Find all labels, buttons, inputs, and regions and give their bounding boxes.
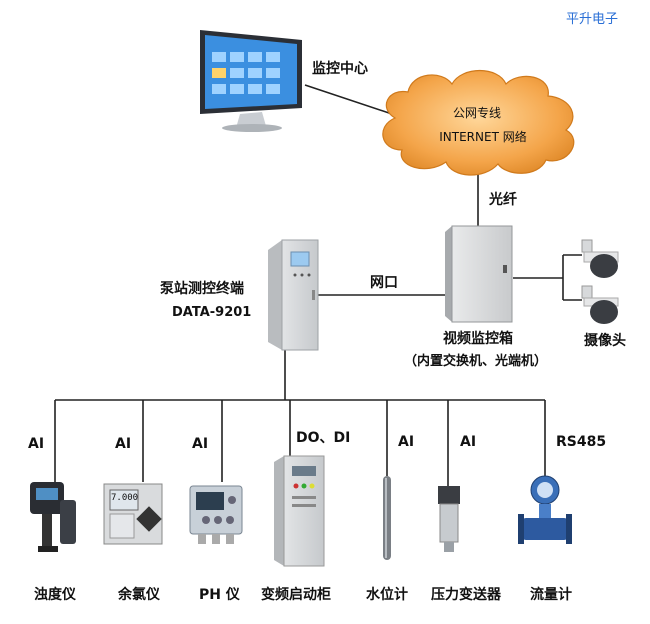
- turbidity-meter-illustration: [30, 482, 76, 552]
- pressure-transmitter-illustration: [438, 486, 460, 552]
- connection-lines: [54, 84, 582, 486]
- cloud-label-line2: INTERNET 网络: [439, 130, 527, 144]
- flowmeter-illustration: [518, 475, 572, 544]
- signal-ai-chlorine: AI: [115, 436, 132, 452]
- device-vfd-label: 变频启动柜: [261, 587, 331, 603]
- chlorine-display-value: 7.000: [111, 493, 139, 503]
- internet-cloud: [382, 70, 575, 176]
- camera-illustrations: [581, 239, 619, 324]
- device-chlorine-label: 余氯仪: [118, 587, 160, 603]
- ph-meter-illustration: [189, 485, 243, 544]
- monitor-center-label: 监控中心: [312, 61, 368, 77]
- level-gauge-illustration: [383, 476, 391, 560]
- link-monitor-cloud: [304, 84, 396, 116]
- network-port-label: 网口: [370, 275, 398, 291]
- device-turbidity-label: 浊度仪: [34, 587, 76, 603]
- device-pressure-label: 压力变送器: [431, 587, 501, 603]
- terminal-model-label: DATA-9201: [172, 305, 252, 320]
- brand-label: 平升电子: [566, 12, 619, 27]
- camera-label: 摄像头: [584, 333, 626, 349]
- monitor-illustration: [200, 30, 302, 132]
- chlorine-analyzer-illustration: [103, 483, 163, 545]
- video-box-illustration: [445, 225, 513, 323]
- terminal-name-label: 泵站测控终端: [160, 281, 244, 297]
- video-box-label: 视频监控箱: [443, 331, 513, 347]
- signal-ai-turbidity: AI: [28, 436, 45, 452]
- signal-ai-ph: AI: [192, 436, 209, 452]
- device-flow-label: 流量计: [530, 587, 572, 603]
- signal-do-di: DO、DI: [296, 430, 351, 446]
- video-box-note: （内置交换机、光端机）: [404, 354, 548, 369]
- rtu-cabinet-illustration: [268, 239, 319, 351]
- signal-ai-level: AI: [398, 434, 415, 450]
- cloud-label-line1: 公网专线: [452, 106, 501, 120]
- signal-ai-pressure: AI: [460, 434, 477, 450]
- vfd-cabinet-illustration: [274, 455, 325, 567]
- signal-rs485: RS485: [556, 434, 607, 450]
- device-level-label: 水位计: [366, 587, 408, 603]
- fiber-label: 光纤: [489, 192, 517, 208]
- device-ph-label: PH 仪: [199, 587, 240, 603]
